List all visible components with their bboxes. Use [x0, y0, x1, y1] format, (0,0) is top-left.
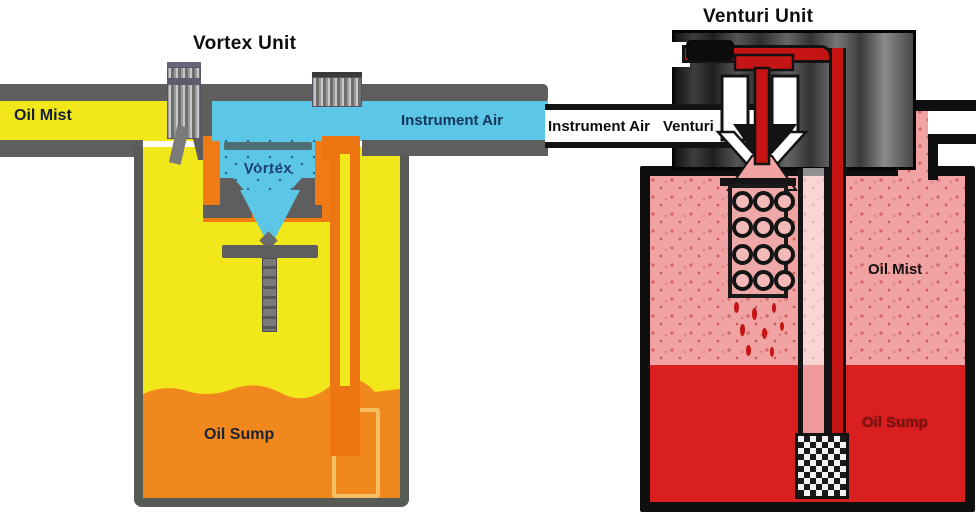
baffle-stem — [262, 258, 277, 332]
oil-sump-label-right: Oil Sump — [862, 414, 928, 431]
venturi-label: Venturi — [662, 117, 714, 135]
basket-hole — [732, 270, 753, 292]
venturi-nozzle-assembly — [715, 53, 809, 194]
oil-mist-label: Oil Mist — [14, 107, 72, 124]
oil-mist-label-right: Oil Mist — [868, 261, 923, 278]
funnel-bar-left — [203, 205, 252, 218]
basket-hole — [753, 270, 774, 292]
air-pipe-bottom-wall — [362, 140, 548, 156]
venturi-unit-title: Venturi Unit — [703, 6, 814, 27]
perforated-mist-basket — [728, 184, 795, 298]
impingement-baffle — [222, 245, 318, 258]
instrument-air-pipe — [212, 101, 548, 141]
basket-hole — [753, 190, 774, 212]
vortex-unit-title: Vortex Unit — [193, 33, 297, 54]
outlet-inner-wall-v — [928, 134, 938, 180]
basket-hole — [753, 217, 774, 239]
oil-riser-tube — [829, 48, 846, 436]
basket-hole — [774, 243, 795, 265]
basket-hole — [753, 243, 774, 265]
basket-hole — [732, 243, 753, 265]
instrument-air-label-right: Instrument Air — [548, 117, 650, 135]
basket-hole — [732, 217, 753, 239]
oil-drop-tube-bore — [340, 154, 350, 386]
air-inlet-fitting-icon — [312, 72, 362, 107]
oil-droplets — [726, 300, 796, 360]
outlet-inner-wall-h — [928, 134, 976, 144]
basket-flange — [720, 178, 796, 186]
basket-hole — [732, 190, 753, 212]
basket-hole — [774, 217, 795, 239]
suction-mesh-strainer — [795, 433, 849, 499]
basket-hole — [774, 270, 795, 292]
basket-hole — [774, 190, 795, 212]
vortex-label: Vortex — [243, 160, 293, 177]
oil-sump-label: Oil Sump — [204, 426, 275, 443]
fitting-collar — [167, 78, 201, 85]
channel-fitting — [686, 40, 734, 61]
chamber-baffle-bar — [224, 142, 312, 150]
funnel-bar-right — [285, 205, 322, 218]
outlet-outer-wall — [888, 100, 976, 111]
pipe-bottom-wall — [0, 140, 143, 157]
suction-tube — [798, 168, 829, 434]
instrument-air-label: Instrument Air — [401, 112, 503, 129]
